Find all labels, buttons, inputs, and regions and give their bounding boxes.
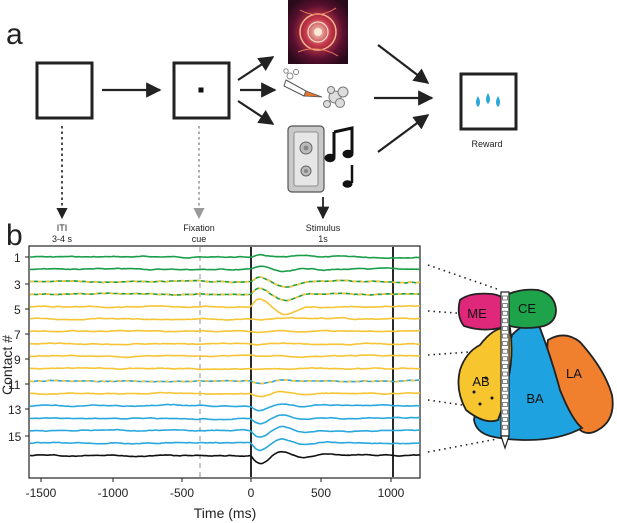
- region-label-ab: AB: [472, 374, 489, 389]
- fixation-cue-label: cue: [192, 234, 207, 244]
- trace-contact-2: [29, 265, 421, 273]
- arrow-auditory-to-reward: [377, 114, 430, 153]
- water-drops-icon: [476, 93, 500, 107]
- electrode-contact: [502, 364, 508, 369]
- arrow-to-visual: [237, 56, 275, 81]
- electrode-contact: [502, 295, 508, 301]
- trace-contact-1: [30, 253, 421, 260]
- fixation-screen: [172, 61, 231, 120]
- trace-contact-16: [29, 437, 421, 452]
- electrode-contact: [502, 402, 508, 407]
- trace-contact-5: [29, 298, 421, 316]
- x-tick-label: 500: [311, 486, 331, 500]
- electrode-contact: [502, 341, 508, 346]
- stimulus-duration: 1s: [318, 234, 328, 244]
- trace-contact-13: [29, 403, 421, 412]
- stimulus-label: Stimulus: [306, 223, 341, 233]
- electrode-shaft: [500, 291, 510, 450]
- arrow-visual-to-reward: [377, 44, 430, 84]
- electrode-contact: [502, 318, 508, 324]
- region-label-me: ME: [467, 306, 487, 321]
- trace-contact-9: [29, 354, 421, 359]
- electrode-contact: [502, 424, 508, 430]
- visual-stimulus-image: [288, 0, 348, 64]
- y-tick-marks: [25, 256, 29, 437]
- y-axis-title: Contact #: [0, 335, 15, 395]
- x-tick-label: -500: [170, 486, 194, 500]
- y-tick-label: 13: [8, 403, 22, 417]
- panel-a-letter: a: [6, 18, 23, 51]
- trace-contact-3-dash: [30, 276, 421, 288]
- x-tick-label: 1000: [378, 486, 405, 500]
- trace-contact-17: [29, 450, 421, 465]
- panel-b-letter: b: [6, 219, 23, 252]
- electrode-contact: [502, 303, 508, 308]
- x-axis-title: Time (ms): [194, 505, 256, 521]
- trace-contact-8: [29, 342, 421, 346]
- y-tick-label: 11: [8, 378, 21, 392]
- olfactory-stimulus-icon: [283, 68, 349, 108]
- trace-contact-12: [30, 390, 421, 398]
- trace-contact-6: [29, 316, 421, 321]
- arrow-to-auditory: [237, 100, 275, 125]
- electrode-contact: [502, 379, 508, 384]
- region-label-ce: CE: [518, 301, 536, 316]
- y-tick-label: 1: [14, 251, 21, 265]
- electrode-contact: [502, 409, 508, 415]
- contact-connectors: [427, 264, 498, 453]
- y-tick-label: 15: [8, 430, 22, 444]
- trace-contact-4-dash: [29, 287, 421, 302]
- y-tick-label: 3: [14, 278, 21, 292]
- iti-duration: 3-4 s: [52, 234, 73, 244]
- trace-contact-15: [29, 425, 421, 438]
- electrode-contact: [502, 371, 508, 377]
- y-tick-label: 7: [14, 328, 21, 342]
- trace-contact-7: [29, 329, 421, 334]
- auditory-stimulus-icon: [287, 125, 325, 193]
- electrode-contact: [502, 417, 508, 422]
- region-label-ba: BA: [526, 391, 544, 406]
- electrode-contact: [502, 310, 508, 316]
- electrode-contact: [502, 348, 508, 354]
- ab-nucleus: [457, 326, 513, 423]
- reward-label: Reward: [471, 139, 502, 149]
- iti-screen: [35, 61, 94, 120]
- trace-contact-10: [29, 366, 421, 371]
- electrode-contact: [502, 356, 508, 362]
- iti-label: ITI: [57, 223, 68, 233]
- x-tick-marks: [40, 478, 392, 482]
- electrode-contact: [502, 333, 508, 339]
- electrode-contacts: [502, 295, 508, 430]
- y-tick-label: 5: [14, 303, 21, 317]
- ab-dots: [472, 376, 494, 406]
- electrode-contact: [502, 394, 508, 400]
- lfp-traces: [29, 253, 421, 465]
- trace-contact-14: [29, 414, 420, 425]
- region-label-la: LA: [566, 366, 582, 381]
- electrode-contact: [502, 386, 508, 392]
- fixation-label: Fixation: [183, 223, 215, 233]
- x-tick-label: 0: [248, 486, 255, 500]
- trace-contact-11-dash: [29, 379, 421, 385]
- y-tick-label: 9: [14, 353, 21, 367]
- fixation-dot: [198, 87, 204, 93]
- plot-area: [28, 245, 421, 479]
- x-tick-label: -1000: [98, 486, 129, 500]
- music-note-icon: [324, 126, 354, 188]
- x-tick-label: -1500: [26, 486, 57, 500]
- electrode-contact: [502, 326, 508, 331]
